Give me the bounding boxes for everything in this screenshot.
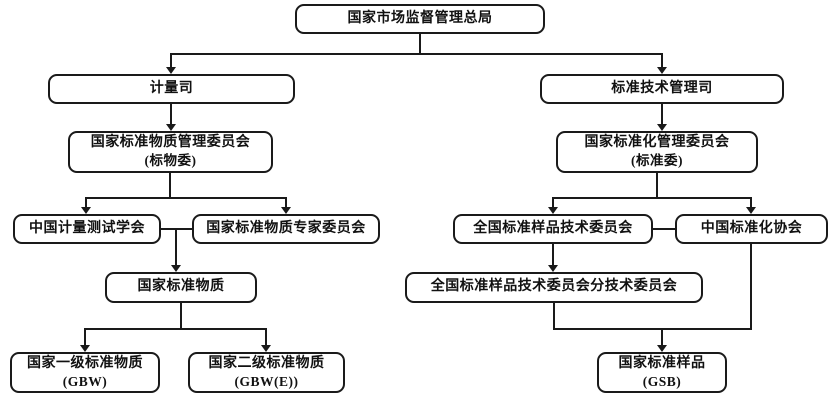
connector-v	[85, 197, 87, 207]
connector-v	[553, 303, 555, 330]
node-china-standardization-assoc: 中国标准化协会	[675, 214, 828, 244]
node-reference-sample-tc: 全国标准样品技术委员会	[453, 214, 653, 244]
arrowhead-down	[281, 207, 291, 214]
node-label: 国家标准化管理委员会	[584, 135, 730, 151]
node-label: 国家二级标准物质	[208, 355, 325, 371]
connector-v	[170, 104, 172, 124]
node-sub-label: (GBW)	[62, 373, 108, 389]
node-sub-label: (标物委)	[144, 153, 197, 169]
connector-v	[175, 228, 177, 265]
connector-v	[661, 53, 663, 67]
node-china-metrology-society: 中国计量测试学会	[13, 214, 161, 244]
connector-h	[552, 197, 752, 199]
node-label: 中国标准化协会	[700, 220, 803, 236]
arrowhead-down	[166, 67, 176, 74]
node-gsb: 国家标准样品 (GSB)	[597, 352, 727, 393]
node-sub-label: (GBW(E))	[234, 373, 299, 389]
connector-v	[180, 303, 182, 330]
connector-v	[285, 197, 287, 207]
arrowhead-down	[746, 207, 756, 214]
node-label: 国家一级标准物质	[27, 355, 143, 371]
connector-v	[419, 34, 421, 54]
connector-h	[170, 53, 663, 55]
node-rm-admin-committee: 国家标准物质管理委员会 (标物委)	[68, 131, 273, 173]
arrowhead-down	[548, 265, 558, 272]
connector-v	[661, 104, 663, 124]
connector-v	[656, 173, 658, 199]
arrowhead-down	[166, 124, 176, 131]
node-metrology-dept: 计量司	[48, 74, 295, 104]
connector-v	[750, 197, 752, 207]
connector-h	[553, 328, 752, 330]
node-sub-label: (GSB)	[642, 373, 682, 389]
connector-v	[552, 197, 554, 207]
arrowhead-down	[548, 207, 558, 214]
node-label: 国家市场监督管理总局	[347, 10, 493, 26]
node-label: 国家标准物质管理委员会	[90, 135, 251, 151]
node-label: 国家标准物质	[137, 279, 225, 295]
connector-h	[84, 328, 267, 330]
connector-h	[85, 197, 287, 199]
connector-v	[265, 328, 267, 345]
connector-v	[661, 328, 663, 345]
connector-v	[169, 173, 171, 199]
arrowhead-down	[171, 265, 181, 272]
node-label: 国家标准样品	[618, 355, 706, 371]
connector-h	[653, 228, 675, 230]
node-sub-label: (标准委)	[631, 153, 683, 169]
connector-v	[84, 328, 86, 345]
arrowhead-down	[80, 345, 90, 352]
node-standards-tech-dept: 标准技术管理司	[540, 74, 784, 104]
node-label: 全国标准样品技术委员会分技术委员会	[430, 279, 678, 295]
connector-v	[170, 53, 172, 67]
arrowhead-down	[261, 345, 271, 352]
node-label: 中国计量测试学会	[29, 220, 145, 236]
node-samr: 国家市场监督管理总局	[295, 4, 545, 34]
connector-v	[750, 244, 752, 330]
arrowhead-down	[657, 67, 667, 74]
arrowhead-down	[657, 345, 667, 352]
arrowhead-down	[657, 124, 667, 131]
node-label: 国家标准物质专家委员会	[206, 220, 366, 236]
node-label: 全国标准样品技术委员会	[473, 220, 633, 236]
arrowhead-down	[81, 207, 91, 214]
node-gbw: 国家一级标准物质 (GBW)	[10, 352, 160, 393]
connector-v	[552, 244, 554, 265]
node-sac-committee: 国家标准化管理委员会 (标准委)	[556, 131, 758, 173]
node-national-reference-materials: 国家标准物质	[105, 272, 257, 303]
node-gbw-e: 国家二级标准物质 (GBW(E))	[188, 352, 345, 393]
node-label: 计量司	[149, 80, 194, 96]
node-rm-expert-committee: 国家标准物质专家委员会	[192, 214, 380, 244]
node-label: 标准技术管理司	[611, 80, 713, 96]
node-reference-sample-sub-tc: 全国标准样品技术委员会分技术委员会	[405, 272, 703, 303]
